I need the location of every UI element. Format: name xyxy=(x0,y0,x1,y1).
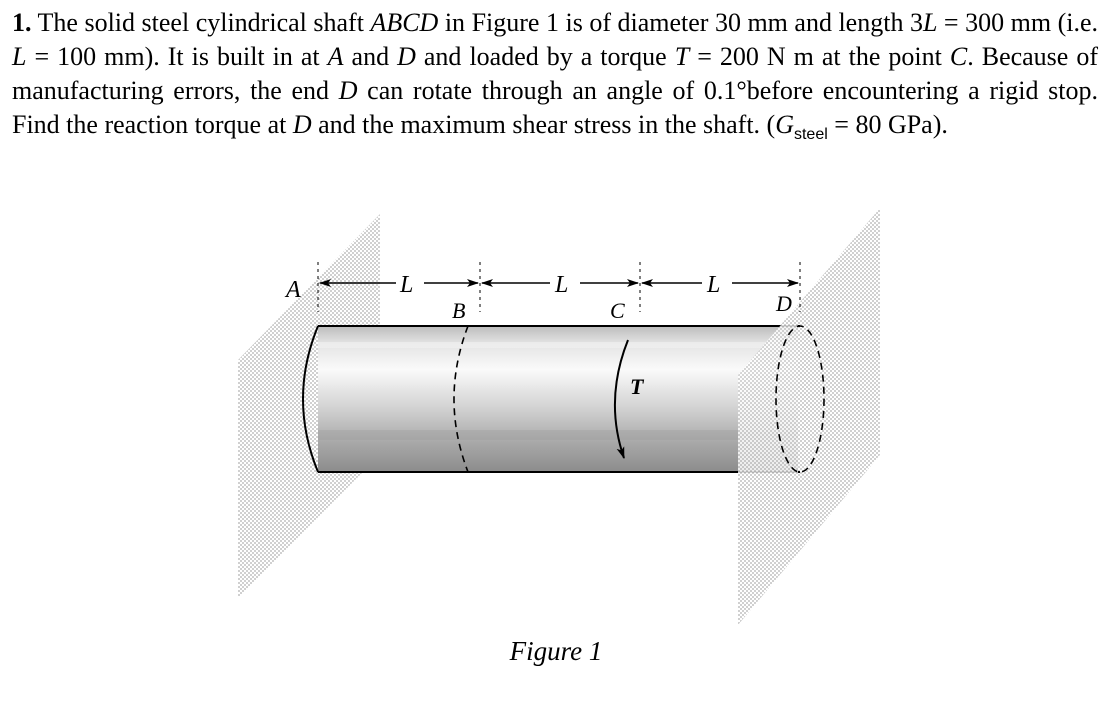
cylinder-left-end xyxy=(302,325,319,473)
left-wall xyxy=(238,214,380,598)
problem-statement: 1. The solid steel cylindrical shaft ABC… xyxy=(12,8,1099,144)
section-b-dashed xyxy=(453,325,469,473)
label-c: C xyxy=(610,298,625,323)
cylinder-body xyxy=(318,326,798,472)
problem-number: 1. xyxy=(12,8,32,37)
figure-caption: Figure 1 xyxy=(509,636,603,666)
label-d: D xyxy=(775,291,792,316)
label-b: B xyxy=(452,298,465,323)
label-a: A xyxy=(284,277,301,303)
label-l3: L xyxy=(706,272,720,298)
torque-arrow xyxy=(613,339,629,459)
label-t: T xyxy=(630,374,645,399)
label-l2: L xyxy=(554,272,568,298)
label-l1: L xyxy=(399,272,413,298)
section-d-dashed xyxy=(775,325,825,473)
